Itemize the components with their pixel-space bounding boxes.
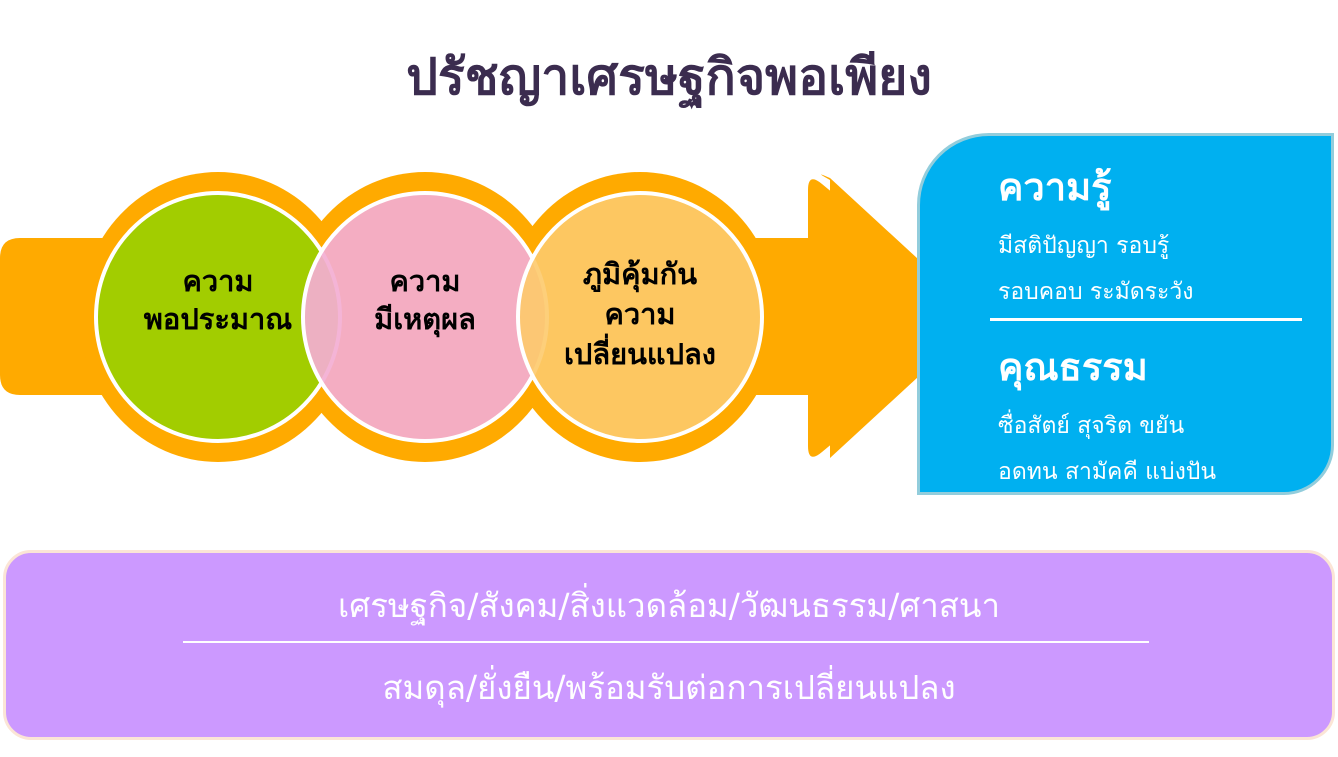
circle-label-line: ความ	[604, 297, 676, 331]
circle-label-immunity: ภูมิคุ้มกัน ความ เปลี่ยนแปลง	[537, 254, 743, 374]
circle-label-reasonableness: ความ มีเหตุผล	[327, 262, 523, 338]
circle-label-line: ความ	[182, 264, 254, 298]
conditions-divider	[990, 318, 1302, 321]
circle-label-line: พอประมาณ	[143, 302, 293, 336]
outcomes-divider	[183, 641, 1149, 643]
circle-label-moderation: ความ พอประมาณ	[120, 262, 316, 338]
virtue-line: ซื่อสัตย์ สุจริต ขยัน	[998, 413, 1185, 439]
knowledge-line: รอบคอบ ระมัดระวัง	[998, 279, 1194, 305]
outcomes-results: สมดุล/ยั่งยืน/พร้อมรับต่อการเปลี่ยนแปลง	[382, 668, 956, 707]
circle-label-line: มีเหตุผล	[374, 302, 476, 336]
outcomes-box: เศรษฐกิจ/สังคม/สิ่งแวดล้อม/วัฒนธรรม/ศาสน…	[3, 550, 1335, 740]
diagram-title: ปรัชญาเศรษฐกิจพอเพียง	[406, 48, 932, 106]
arrow-head	[808, 179, 974, 457]
circle-label-line: เปลี่ยนแปลง	[564, 337, 716, 371]
circle-label-line: ภูมิคุ้มกัน	[582, 257, 698, 291]
virtue-line: อดทน สามัคคี แบ่งปัน	[998, 459, 1217, 485]
conditions-box: ความรู้ มีสติปัญญา รอบรู้ รอบคอบ ระมัดระ…	[917, 133, 1334, 495]
circle-immunity	[516, 191, 764, 443]
circle-label-line: ความ	[389, 264, 461, 298]
virtue-heading: คุณธรรม	[998, 345, 1148, 389]
knowledge-line: มีสติปัญญา รอบรู้	[998, 233, 1170, 259]
knowledge-heading: ความรู้	[998, 165, 1112, 209]
outcomes-domains: เศรษฐกิจ/สังคม/สิ่งแวดล้อม/วัฒนธรรม/ศาสน…	[337, 586, 1000, 625]
